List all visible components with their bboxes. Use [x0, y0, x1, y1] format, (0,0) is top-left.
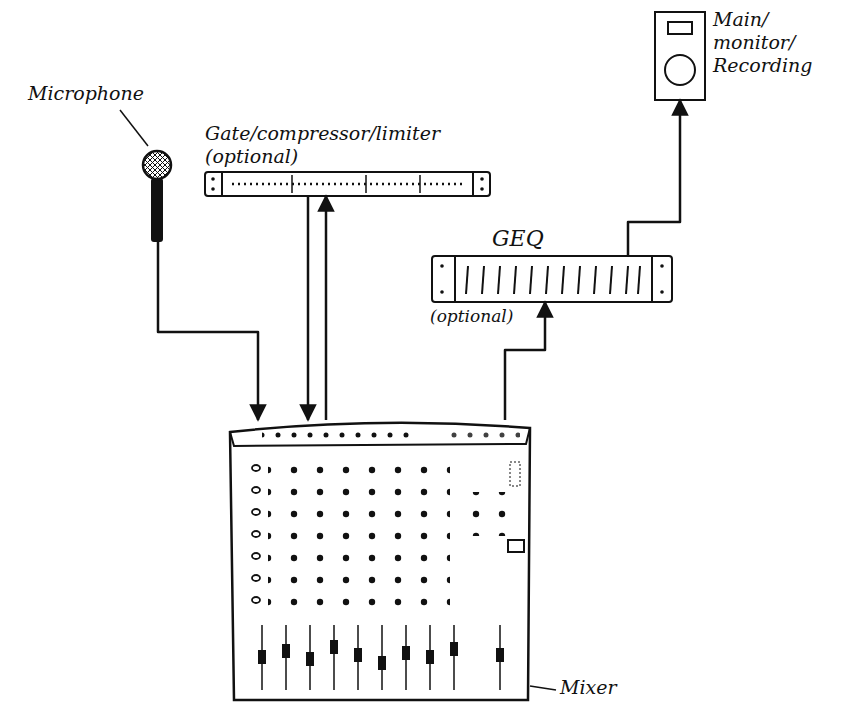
device-label: Main/ monitor/ Recording — [713, 8, 812, 76]
signal-cable — [307, 196, 310, 420]
signal-cable — [158, 242, 258, 420]
label-holder: GEQ — [492, 226, 544, 252]
device-area — [145, 150, 171, 242]
device-label: Gate/compressor/limiter (optional) — [205, 122, 467, 168]
signal-cable — [325, 196, 328, 420]
label-holder: (optional) — [430, 306, 513, 326]
speaker-drawing — [655, 12, 705, 100]
equalizer-drawing — [432, 256, 672, 302]
device-label: GEQ — [492, 226, 544, 252]
device-label: Mixer — [560, 676, 617, 699]
rack-unit-drawing — [205, 172, 490, 196]
device-area — [205, 172, 490, 196]
signal-cable — [628, 100, 680, 256]
device-node: Gate/compressor/limiter (optional) — [200, 100, 500, 200]
device-area — [655, 12, 705, 100]
device-node: Mixer — [225, 410, 645, 712]
device-node: GEQ (optional) — [420, 210, 680, 340]
device-area — [432, 256, 672, 302]
microphone-drawing — [120, 110, 171, 242]
label-holder: Mixer — [560, 676, 617, 699]
label-holder: Microphone — [28, 82, 144, 105]
device-label: Microphone — [28, 82, 144, 105]
device-node: Microphone — [20, 70, 190, 250]
device-node: Main/ monitor/ Recording — [650, 4, 848, 108]
label-holder: Gate/compressor/limiter (optional) — [205, 122, 467, 168]
label-holder: Main/ monitor/ Recording — [713, 8, 812, 76]
device-area — [230, 420, 530, 700]
device-label: (optional) — [430, 306, 513, 326]
mixer-drawing — [230, 423, 556, 700]
